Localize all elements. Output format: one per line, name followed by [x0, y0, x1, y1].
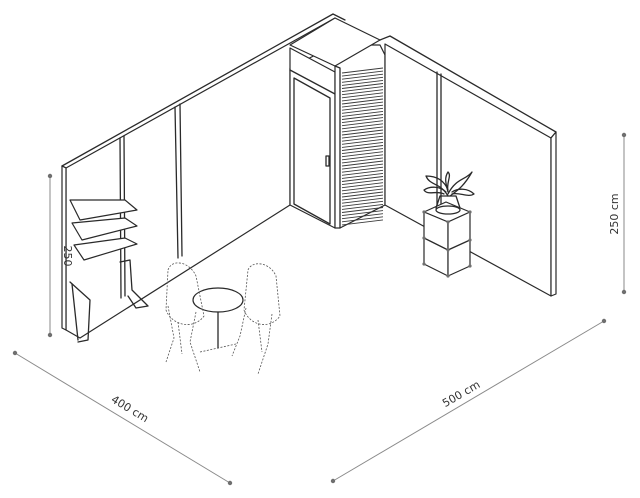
shutter-slat: [341, 135, 384, 142]
dimension-depth: 500 cm: [330, 318, 607, 484]
shutter-slat: [341, 213, 384, 220]
shutter-column: [289, 17, 386, 229]
shutter-slat: [341, 179, 384, 186]
chair-right: [231, 263, 281, 375]
shutter-slat: [341, 104, 384, 111]
shutter-slat: [341, 163, 384, 170]
shutter-slat: [341, 148, 384, 155]
shutter-slat: [341, 176, 384, 182]
shutter-slat: [341, 67, 384, 74]
shutter-slat: [341, 194, 384, 201]
shutter-slat: [341, 200, 384, 207]
plant-on-cube-stand: [422, 171, 475, 278]
shutter-slat: [341, 117, 384, 124]
dimension-height-right: 250 cm: [608, 132, 627, 295]
shutter-slat: [341, 129, 384, 136]
shutter-slat: [341, 182, 384, 189]
shutter-slat: [341, 107, 384, 114]
shutter-slat: [341, 73, 384, 80]
shutter-slat: [341, 114, 384, 120]
shutter-slat: [341, 110, 384, 117]
shutter-slat: [341, 197, 384, 204]
left-height-dimension-label: 250: [61, 246, 74, 267]
shutter-slat: [341, 207, 384, 213]
shutter-slat: [341, 79, 384, 86]
shutter-slat: [341, 188, 384, 195]
shutter-slat: [341, 76, 384, 83]
shutter-slat: [341, 70, 384, 77]
width-dimension-label: 400 cm: [109, 393, 151, 425]
shutter-slat: [341, 120, 384, 127]
round-table: [192, 287, 244, 353]
shutter-slat: [341, 138, 384, 145]
shutter-slat: [341, 166, 384, 173]
shutter-slat: [341, 191, 384, 198]
shutter-slat: [341, 83, 384, 89]
dimension-height-left: 250: [47, 173, 74, 338]
shutter-slat: [341, 145, 384, 151]
shutter-slat: [341, 98, 384, 105]
shutter-slat: [341, 151, 384, 158]
right-wall: [379, 35, 557, 297]
shutter-slat: [341, 101, 384, 108]
shutter-slat: [341, 123, 384, 130]
shutter-slat: [341, 86, 384, 93]
shutter-slat: [341, 126, 384, 133]
shutter-slat: [341, 169, 384, 176]
wall-shelf-unit: [69, 199, 149, 343]
shutter-slat: [341, 160, 384, 167]
door: [289, 47, 336, 229]
shutter-slat: [341, 210, 384, 217]
shutter-slat: [341, 157, 384, 164]
shutter-slat: [341, 172, 384, 179]
shutter-slat: [341, 185, 384, 192]
right-height-dimension-label: 250 cm: [608, 193, 621, 234]
shutter-slat: [341, 95, 384, 102]
shutter-slat: [341, 154, 384, 161]
shutter-slat: [341, 216, 384, 223]
shutter-slat: [341, 203, 384, 210]
shutter-slat: [341, 219, 384, 226]
chair-left: [165, 262, 205, 373]
shutter-slat: [341, 89, 384, 96]
shutter-slat: [341, 92, 384, 99]
shutter-slat: [341, 141, 384, 148]
shutter-slat: [341, 132, 384, 139]
